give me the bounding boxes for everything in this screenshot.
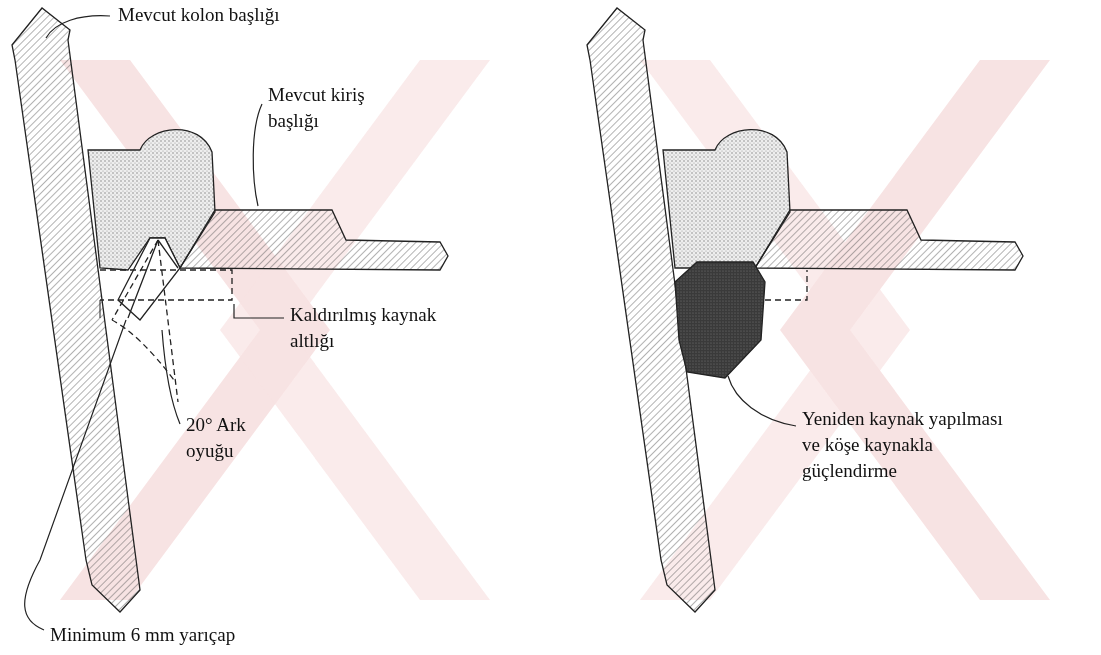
beam-flange bbox=[180, 210, 448, 270]
leader-lines bbox=[25, 16, 284, 630]
reweld-fillet bbox=[675, 262, 765, 378]
right-figure bbox=[587, 8, 1023, 612]
watermark bbox=[60, 60, 1050, 600]
callout-label: Kaldırılmış kaynak altlığı bbox=[290, 302, 450, 354]
callout-label: Yeniden kaynak yapılması ve köşe kaynakl… bbox=[802, 406, 1007, 484]
callout-label: Mevcut kiriş başlığı bbox=[268, 82, 393, 134]
leader-line bbox=[728, 376, 796, 426]
callout-label: Minimum 6 mm yarıçap bbox=[50, 622, 350, 648]
callout-label: Mevcut kolon başlığı bbox=[118, 2, 378, 28]
beam-flange bbox=[755, 210, 1023, 270]
callout-label: 20° Ark oyuğu bbox=[186, 412, 276, 464]
arc-gouge bbox=[118, 238, 180, 320]
column-flange bbox=[12, 8, 140, 612]
